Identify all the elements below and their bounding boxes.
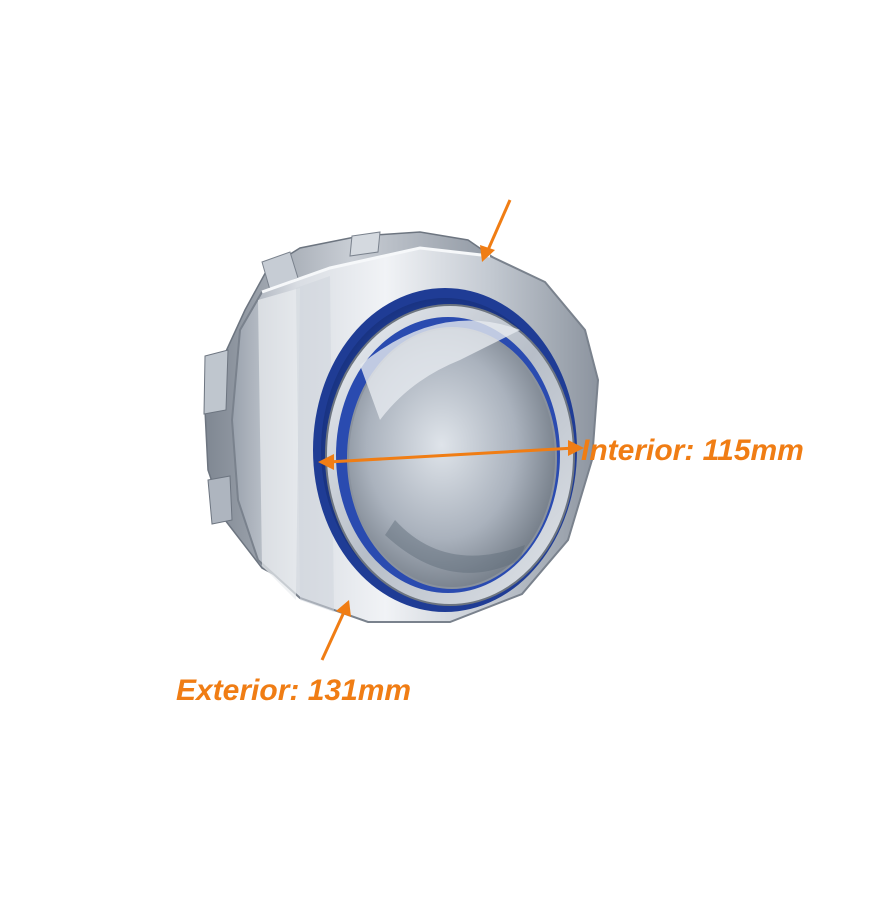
exterior-diameter-label: Exterior: 131mm [176, 674, 412, 707]
interior-dimension-arrow [318, 440, 584, 470]
exterior-bottom-arrow [320, 600, 351, 661]
exterior-top-arrow [480, 199, 512, 262]
interior-diameter-label: Interior: 115mm [581, 434, 804, 467]
